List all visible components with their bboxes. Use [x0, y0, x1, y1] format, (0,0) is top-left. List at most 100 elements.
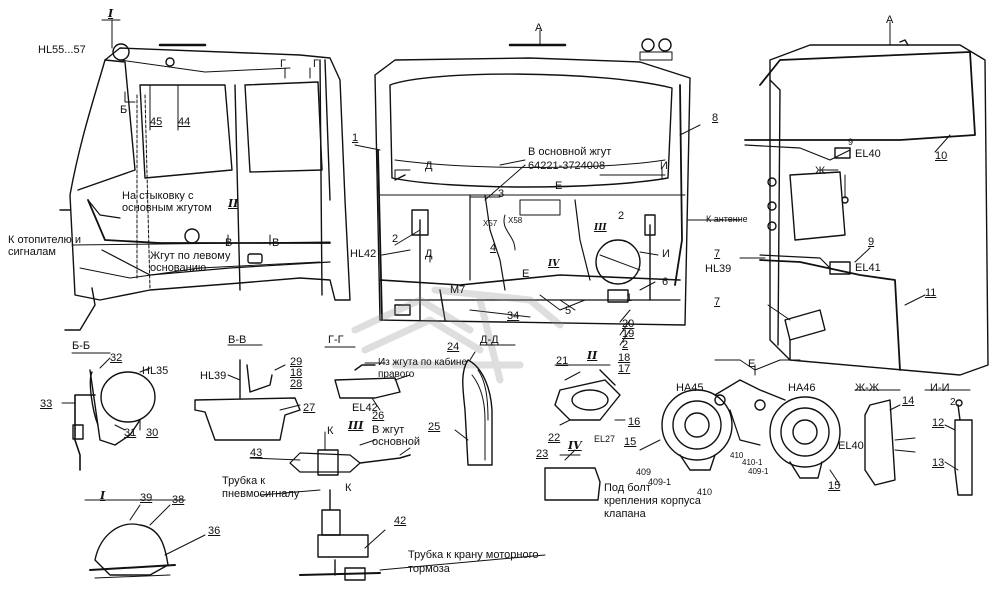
label-ha46: HA46: [788, 382, 816, 394]
section-marks-left: [101, 19, 311, 246]
label-n33: 33: [40, 398, 53, 410]
label-n31: 31: [124, 427, 137, 439]
label-d1: Д: [425, 160, 433, 172]
detail-ii-lamp: [554, 364, 626, 426]
label-el42: EL42: [352, 402, 378, 414]
label-x57: X57: [483, 219, 498, 228]
label-n410: 410: [697, 487, 713, 497]
label-hl42: HL42: [350, 248, 377, 260]
detail-gg: [324, 346, 411, 411]
label-n20: 20: [622, 318, 635, 330]
label-e1: Е: [555, 180, 563, 192]
label-roman-i-b: I: [100, 489, 106, 502]
label-n28: 28: [290, 378, 303, 390]
label-stykovka: На стыковку с основным жгутом: [122, 190, 212, 214]
label-trubka-kran: Трубка к крану моторного тормоза: [408, 549, 539, 575]
label-n16: 16: [628, 416, 641, 428]
label-v-osn: В основной жгут: [528, 146, 612, 158]
label-n18a: 18: [290, 367, 303, 379]
label-n410-1: 410-1: [742, 458, 763, 467]
label-n8: 8: [712, 112, 719, 124]
label-v1: В: [225, 237, 233, 249]
label-k-antenne: К антенне: [706, 214, 748, 224]
label-n15a: 15: [624, 436, 637, 448]
label-n4: 4: [490, 242, 497, 254]
right-rear-panel: [744, 39, 989, 376]
label-el27: EL27: [594, 434, 616, 444]
label-n5: 5: [565, 305, 572, 317]
left-cab-side-view: [59, 43, 351, 331]
label-n21: 21: [556, 355, 569, 367]
label-zhgut-lev: Жгут по левому основанию: [150, 250, 231, 274]
label-n6: 6: [662, 276, 669, 288]
label-ii-section: И-И: [930, 382, 950, 394]
label-n17: 17: [618, 363, 631, 375]
label-n29: 29: [290, 356, 303, 368]
label-n36: 36: [208, 525, 221, 537]
label-n18b: 18: [618, 352, 631, 364]
label-e-big: Е: [748, 358, 756, 370]
label-bb: Б-Б: [72, 340, 91, 352]
label-n44: 44: [178, 116, 191, 128]
label-roman-iv: IV: [548, 259, 560, 269]
label-n1: 1: [352, 132, 359, 144]
detail-bb: [61, 352, 156, 471]
leaders-right: [739, 21, 951, 321]
label-n19: 19: [622, 328, 635, 340]
label-n7b: 7: [714, 296, 721, 308]
label-zhzh: Ж-Ж: [855, 382, 879, 394]
label-n30: 30: [146, 427, 159, 439]
label-gg: Г-Г: [328, 334, 344, 346]
detail-iii-connector: [249, 431, 411, 476]
detail-dd: [454, 344, 516, 466]
label-n34: 34: [507, 310, 520, 322]
label-v2: В: [272, 237, 280, 249]
detail-i-lamp: [84, 499, 206, 579]
label-n32: 32: [110, 352, 123, 364]
label-n9a: 9: [848, 137, 854, 147]
label-roman-iii-b: III: [348, 419, 364, 432]
label-iz-zhguta: Из жгута по кабине правого: [378, 357, 468, 380]
label-n10: 10: [935, 150, 948, 162]
label-a-right: А: [886, 14, 894, 26]
label-n22: 22: [548, 432, 561, 444]
detail-zhzh: [854, 389, 916, 486]
label-i2: И: [662, 248, 670, 260]
label-n38: 38: [172, 494, 185, 506]
label-n409-1: 409-1: [648, 477, 672, 487]
label-el40b: EL40: [838, 440, 864, 452]
label-hl35: HL35: [142, 365, 169, 377]
label-e2: Е: [522, 268, 530, 280]
label-n15b: 15: [828, 480, 841, 492]
detail-pneumatic-valve: [259, 489, 546, 581]
label-el41: EL41: [855, 262, 881, 274]
label-n14: 14: [902, 395, 915, 407]
label-ha45: HA45: [676, 382, 704, 394]
label-n43: 43: [250, 447, 263, 459]
label-k2: К: [345, 482, 352, 494]
watermark-logo: [351, 286, 564, 384]
label-zh1: Ж: [815, 165, 826, 177]
label-n409-1b: 409-1: [748, 467, 769, 476]
label-n409: 409: [636, 467, 652, 477]
label-k1: К: [327, 425, 334, 437]
label-n11: 11: [925, 287, 937, 299]
label-el40a: EL40: [855, 148, 881, 160]
detail-ii-section: [924, 389, 973, 496]
detail-horns-ha45-ha46: [639, 359, 841, 486]
label-v-osn-code: 64221-3724008: [528, 160, 606, 172]
label-g2: Г: [313, 58, 319, 70]
label-roman-ii-b: II: [587, 349, 598, 362]
label-n42: 42: [394, 515, 407, 527]
label-x58: X58: [508, 216, 523, 225]
label-pod-bolt: Под болт крепления корпуса клапана: [604, 482, 701, 520]
label-m7: M7: [450, 284, 466, 296]
label-n25: 25: [428, 421, 441, 433]
label-n39: 39: [140, 492, 153, 504]
label-hl39a: HL39: [705, 263, 732, 275]
label-v-zhgut-osn: В жгут основной: [372, 424, 420, 448]
label-n26: 26: [372, 410, 385, 422]
label-n2c: 2: [622, 339, 629, 351]
label-roman-i-top: I: [108, 7, 114, 20]
